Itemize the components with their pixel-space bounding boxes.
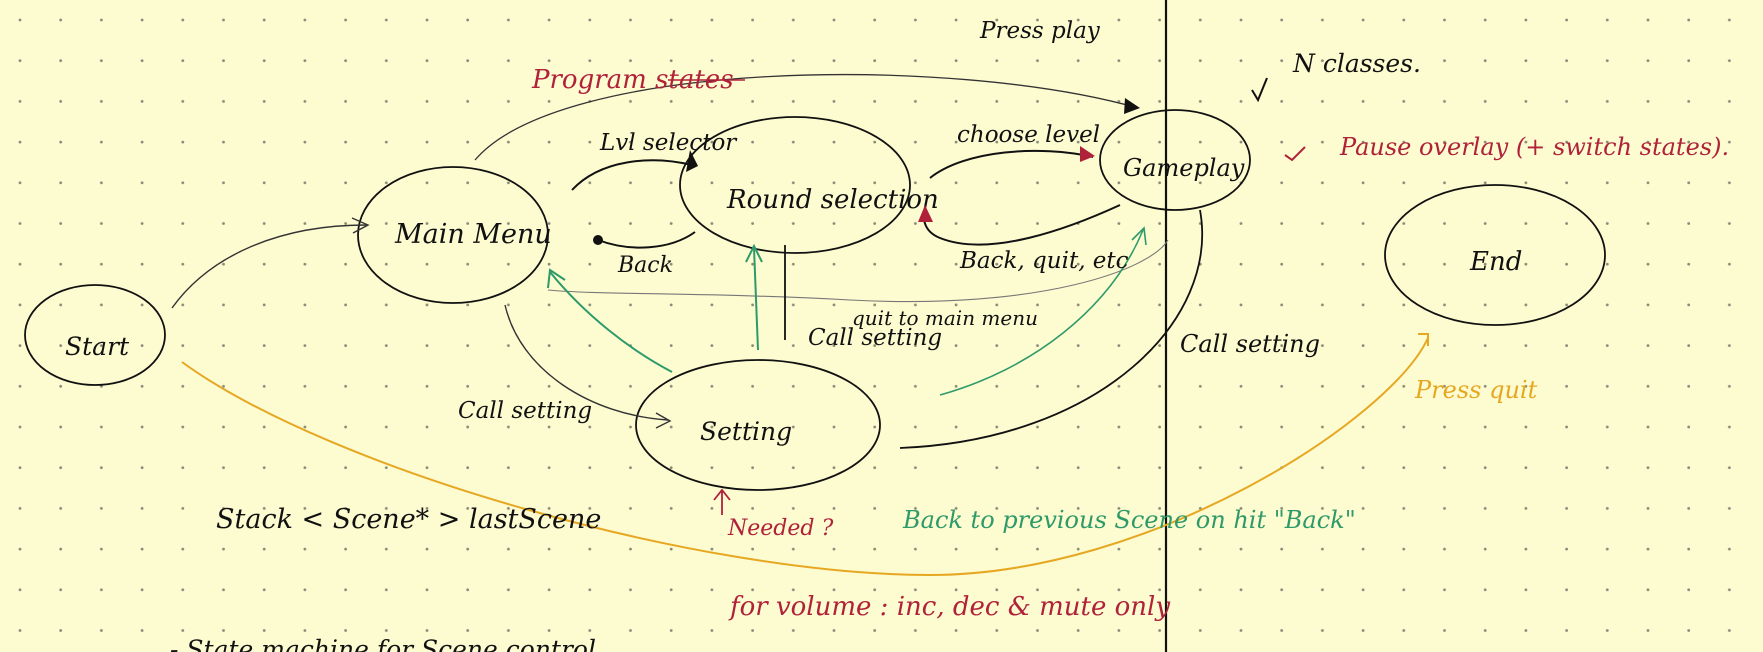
edge-round-to-main bbox=[597, 231, 696, 249]
state-round-selection: Round selection bbox=[679, 116, 939, 254]
state-round-selection-outline bbox=[679, 116, 911, 254]
label-call-setting-right: Call setting bbox=[1180, 330, 1320, 358]
label-lvl-selector: Lvl selector bbox=[599, 130, 738, 156]
arrowhead-green-round bbox=[745, 243, 763, 263]
state-main-menu-label: Main Menu bbox=[394, 219, 552, 250]
label-quit-to-main-menu: quit to main menu bbox=[852, 306, 1038, 330]
label-n-classes: N classes. bbox=[1292, 49, 1421, 78]
arrowhead-main-from-round bbox=[593, 235, 603, 245]
edge-gameplay-to-round bbox=[922, 204, 1121, 246]
check-mark-black-icon bbox=[1251, 77, 1268, 103]
label-call-setting-center: Call setting bbox=[808, 325, 942, 351]
label-back-to-previous: Back to previous Scene on hit "Back" bbox=[902, 506, 1356, 534]
label-stack-expr: Stack < Scene* > lastScene bbox=[216, 504, 601, 535]
edge-main-to-setting bbox=[504, 304, 669, 421]
state-setting-label: Setting bbox=[700, 417, 792, 446]
edge-setting-to-round-back bbox=[753, 247, 759, 351]
state-main-menu-outline bbox=[357, 166, 549, 304]
edge-start-to-end-quit bbox=[181, 337, 1429, 577]
state-gameplay: Gameplay bbox=[1099, 109, 1251, 211]
state-start-outline bbox=[24, 284, 166, 386]
arrowhead-round-from-main bbox=[686, 150, 698, 172]
state-end-label: End bbox=[1469, 247, 1522, 277]
label-back: Back bbox=[617, 253, 673, 278]
state-gameplay-outline bbox=[1099, 109, 1251, 211]
edge-gameplay-to-main-quit bbox=[547, 239, 1169, 303]
state-round-selection-label: Round selection bbox=[726, 185, 939, 215]
state-main-menu: Main Menu bbox=[357, 166, 552, 304]
check-mark-icon bbox=[1284, 146, 1306, 162]
state-start-label: Start bbox=[65, 332, 130, 361]
label-needed: Needed ? bbox=[727, 516, 833, 541]
label-press-quit: Press quit bbox=[1414, 376, 1538, 404]
state-setting-outline bbox=[635, 359, 881, 491]
state-end: End bbox=[1384, 184, 1606, 326]
arrowhead-green-gameplay bbox=[1131, 226, 1147, 246]
label-pause-overlay: Pause overlay (+ switch states). bbox=[1339, 133, 1729, 161]
arrowhead-gameplay-press-play bbox=[1124, 98, 1140, 114]
edge-gameplay-to-setting bbox=[899, 209, 1203, 449]
state-gameplay-label: Gameplay bbox=[1123, 154, 1245, 182]
arrowhead-gameplay-choose-level bbox=[1080, 146, 1095, 162]
arrowhead-main-menu bbox=[351, 217, 370, 234]
label-back-quit-etc: Back, quit, etc bbox=[959, 248, 1129, 274]
arrowhead-setting-from-main bbox=[655, 412, 672, 429]
edge-setting-to-main-back bbox=[549, 271, 673, 373]
state-setting: Setting bbox=[635, 359, 881, 491]
edge-round-to-gameplay bbox=[929, 149, 1094, 179]
label-choose-level: choose level bbox=[957, 122, 1100, 148]
label-for-volume: for volume : inc, dec & mute only bbox=[728, 592, 1170, 622]
edge-main-to-gameplay bbox=[474, 73, 1139, 161]
label-state-machine: - State machine for Scene control bbox=[170, 635, 596, 652]
arrowhead-green-main bbox=[547, 268, 566, 289]
arrow-up-needed-icon bbox=[713, 488, 731, 515]
edge-start-to-main-menu bbox=[171, 224, 367, 309]
state-start: Start bbox=[24, 284, 166, 386]
label-call-setting-left: Call setting bbox=[458, 398, 592, 424]
arrowhead-round-back-quit bbox=[918, 205, 933, 222]
label-press-play: Press play bbox=[979, 18, 1101, 44]
state-end-outline bbox=[1384, 184, 1606, 326]
arrowhead-end-from-start bbox=[1418, 333, 1429, 346]
edge-main-to-round bbox=[571, 159, 693, 191]
edge-setting-to-gameplay-back bbox=[939, 229, 1144, 396]
